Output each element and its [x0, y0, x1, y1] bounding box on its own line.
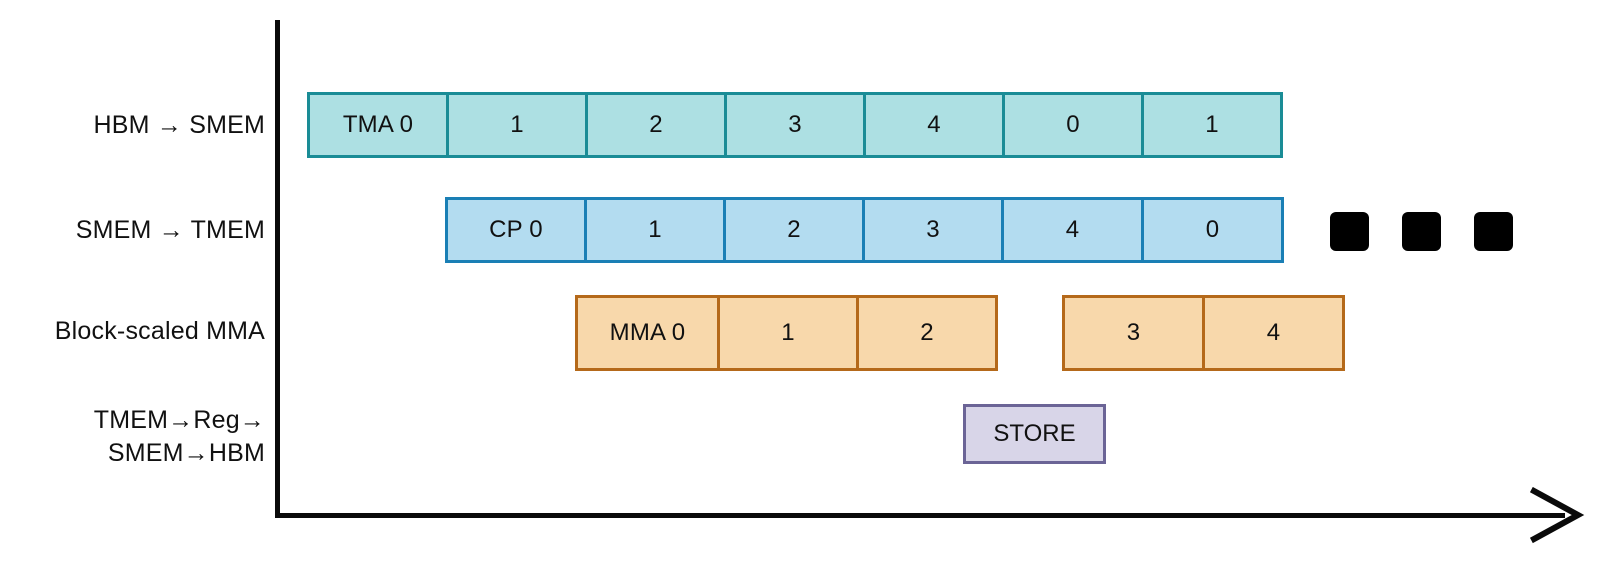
timeline-cell[interactable]: 1	[584, 197, 726, 263]
ellipsis-square-icon	[1330, 212, 1369, 251]
ellipsis-square-icon	[1402, 212, 1441, 251]
store-box[interactable]: STORE	[963, 404, 1106, 464]
timeline-cell[interactable]: 4	[1202, 295, 1345, 371]
x-axis-arrow-icon	[1529, 486, 1590, 545]
timeline-cell[interactable]: 3	[862, 197, 1004, 263]
timeline-cell[interactable]: TMA 0	[307, 92, 449, 158]
timeline-row-hbm-to-smem: TMA 0 1 2 3 4 0 1	[307, 92, 1283, 158]
timeline-cell[interactable]: 2	[723, 197, 865, 263]
timeline-cell[interactable]: 0	[1141, 197, 1284, 263]
row-label-hbm-to-smem: HBM → SMEM	[93, 111, 265, 139]
timeline-cell[interactable]: 1	[717, 295, 859, 371]
timeline-cell[interactable]: 0	[1002, 92, 1144, 158]
row-label-tmem-to-hbm: TMEM→Reg→ SMEM→HBM	[93, 406, 265, 467]
timeline-cell[interactable]: 1	[446, 92, 588, 158]
timeline-cell[interactable]: 4	[1001, 197, 1144, 263]
y-axis-line	[275, 20, 280, 518]
timeline-cell[interactable]: 3	[724, 92, 866, 158]
timeline-row-smem-to-tmem: CP 0 1 2 3 4 0	[445, 197, 1284, 263]
timeline-cell[interactable]: 1	[1141, 92, 1283, 158]
timeline-cell[interactable]: MMA 0	[575, 295, 720, 371]
timeline-row-mma-group-a: MMA 0 1 2	[575, 295, 998, 371]
timeline-row-mma-group-b: 3 4	[1062, 295, 1345, 371]
timeline-cell[interactable]: 4	[863, 92, 1005, 158]
timeline-cell[interactable]: 2	[585, 92, 727, 158]
timeline-cell[interactable]: 3	[1062, 295, 1205, 371]
timeline-cell[interactable]: 2	[856, 295, 998, 371]
row-label-block-scaled-mma: Block-scaled MMA	[54, 317, 265, 345]
timeline-cell[interactable]: CP 0	[445, 197, 587, 263]
x-axis-line	[275, 513, 1565, 518]
ellipsis-square-icon	[1474, 212, 1513, 251]
row-label-smem-to-tmem: SMEM → TMEM	[75, 216, 265, 244]
